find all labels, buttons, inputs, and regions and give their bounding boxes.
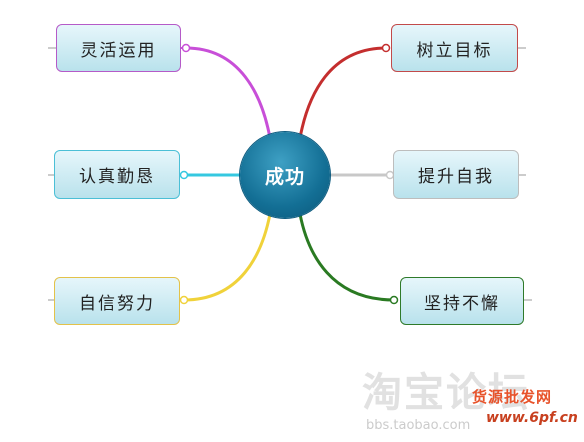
taobao-watermark-url: bbs.taobao.com bbox=[366, 418, 471, 433]
connector-dot bbox=[179, 295, 189, 305]
branch-node-tisheng[interactable]: 提升自我 bbox=[393, 150, 519, 199]
taobao-watermark: 淘宝论坛 bbox=[362, 370, 530, 416]
branch-label: 认真勤恳 bbox=[79, 167, 155, 187]
connector-line-zixin bbox=[183, 213, 272, 302]
brand-watermark-url: www.6pf.cn bbox=[486, 410, 578, 426]
branch-label: 坚持不懈 bbox=[424, 293, 500, 314]
connector-line-jianchi bbox=[298, 213, 395, 302]
branch-node-zixin[interactable]: 自信努力 bbox=[54, 277, 180, 325]
connector-dot bbox=[389, 295, 399, 305]
branch-node-renzhen[interactable]: 认真勤恳 bbox=[54, 150, 180, 199]
connector-dot bbox=[179, 170, 189, 180]
connector-dot bbox=[181, 43, 191, 53]
branch-node-shuli[interactable]: 树立目标 bbox=[391, 24, 518, 72]
branch-label: 自信努力 bbox=[79, 293, 155, 314]
brand-watermark: 货源批发网 bbox=[472, 388, 553, 406]
connector-line-linghuo bbox=[185, 46, 272, 139]
central-topic-node[interactable]: 成功 bbox=[240, 132, 330, 218]
branch-label: 灵活运用 bbox=[80, 40, 157, 61]
branch-label: 提升自我 bbox=[418, 167, 494, 187]
central-topic-label: 成功 bbox=[264, 165, 305, 188]
branch-node-linghuo[interactable]: 灵活运用 bbox=[56, 24, 181, 72]
branch-node-jianchi[interactable]: 坚持不懈 bbox=[400, 277, 524, 325]
connector-line-shuli bbox=[298, 46, 387, 139]
branch-label: 树立目标 bbox=[416, 40, 493, 61]
connector-dot bbox=[381, 43, 391, 53]
